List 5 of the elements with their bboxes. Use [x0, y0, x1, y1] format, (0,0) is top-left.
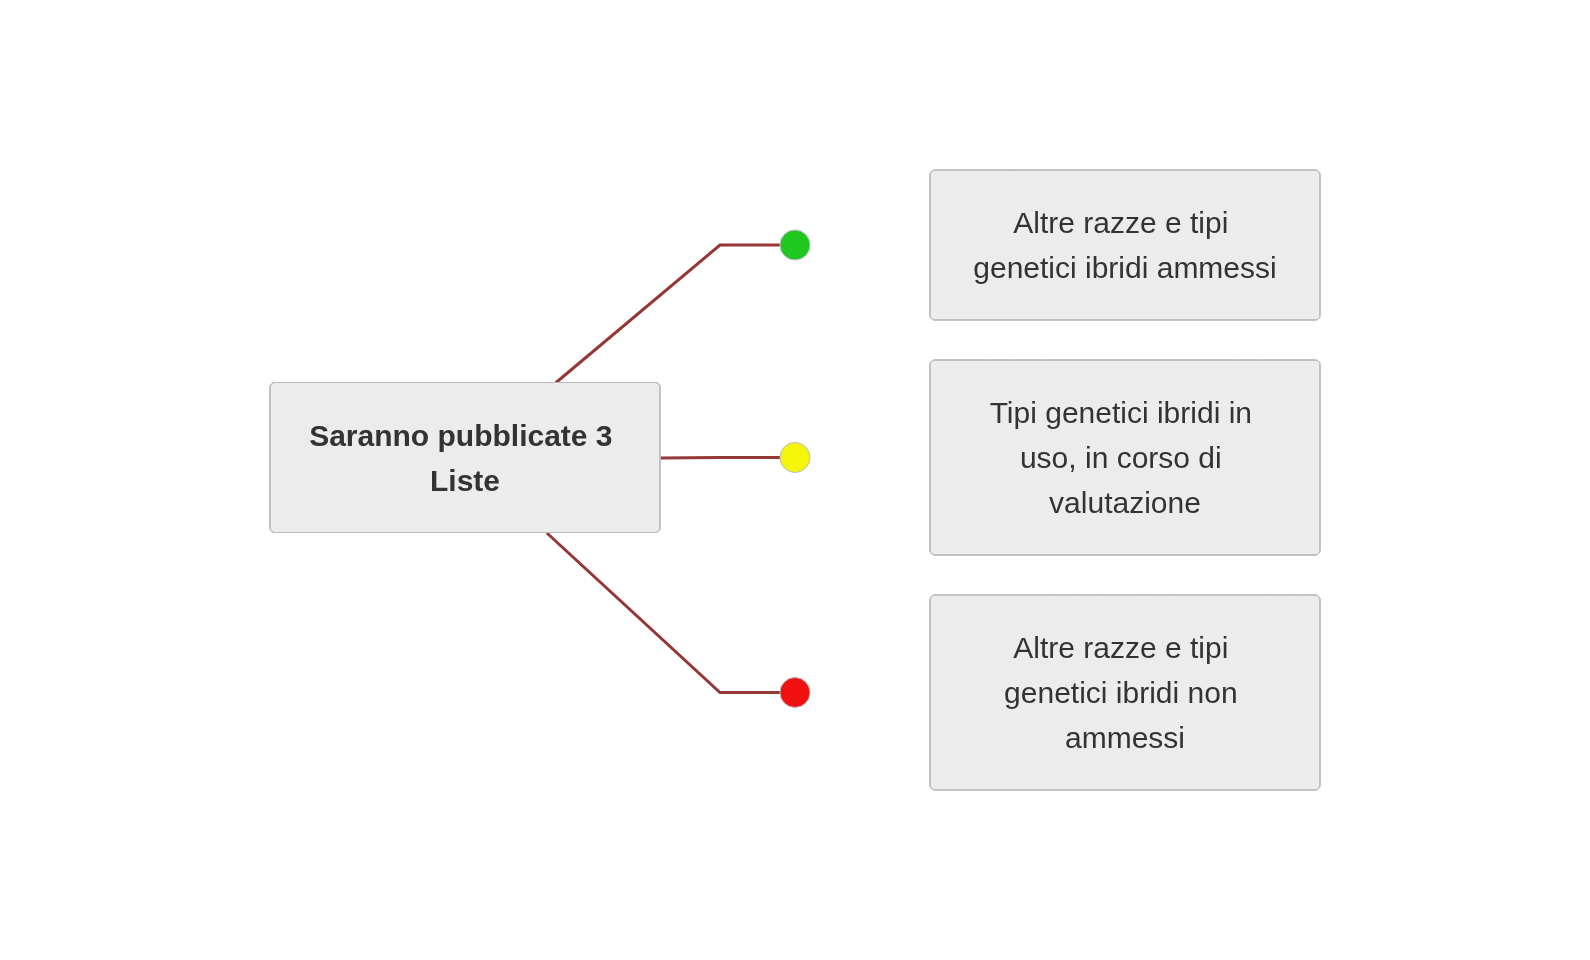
node-circle	[779, 677, 811, 708]
connector	[545, 531, 780, 694]
connector	[660, 456, 780, 460]
node-circle	[779, 442, 811, 473]
node-circle	[779, 229, 811, 261]
